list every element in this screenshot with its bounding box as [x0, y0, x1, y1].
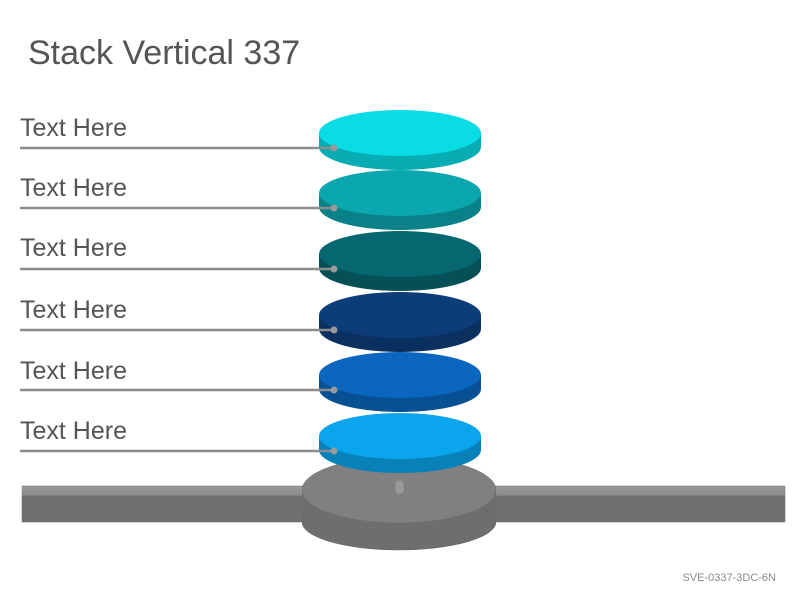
stack-disks: [319, 110, 481, 473]
slide-title: Stack Vertical 337: [28, 34, 301, 72]
connector-line-3: [20, 265, 338, 273]
stack-disk-5: [319, 352, 481, 412]
label-6: Text Here: [20, 417, 127, 445]
stack-disk-6: [319, 413, 481, 473]
stack-disk-1: [319, 110, 481, 170]
label-3: Text Here: [20, 234, 127, 262]
label-2: Text Here: [20, 174, 127, 202]
slide-code: SVE-0337-3DC-6N: [682, 572, 776, 584]
stack-disk-4: [319, 292, 481, 352]
connector-line-1: [20, 144, 338, 152]
label-1: Text Here: [20, 114, 127, 142]
connector-line-2: [20, 204, 338, 212]
stack-disk-3: [319, 231, 481, 291]
stack-disk-2: [319, 170, 481, 230]
connector-lines: [20, 144, 338, 455]
connector-line-6: [20, 447, 338, 455]
label-4: Text Here: [20, 296, 127, 324]
label-5: Text Here: [20, 357, 127, 385]
connector-line-5: [20, 386, 338, 394]
connector-line-4: [20, 326, 338, 334]
